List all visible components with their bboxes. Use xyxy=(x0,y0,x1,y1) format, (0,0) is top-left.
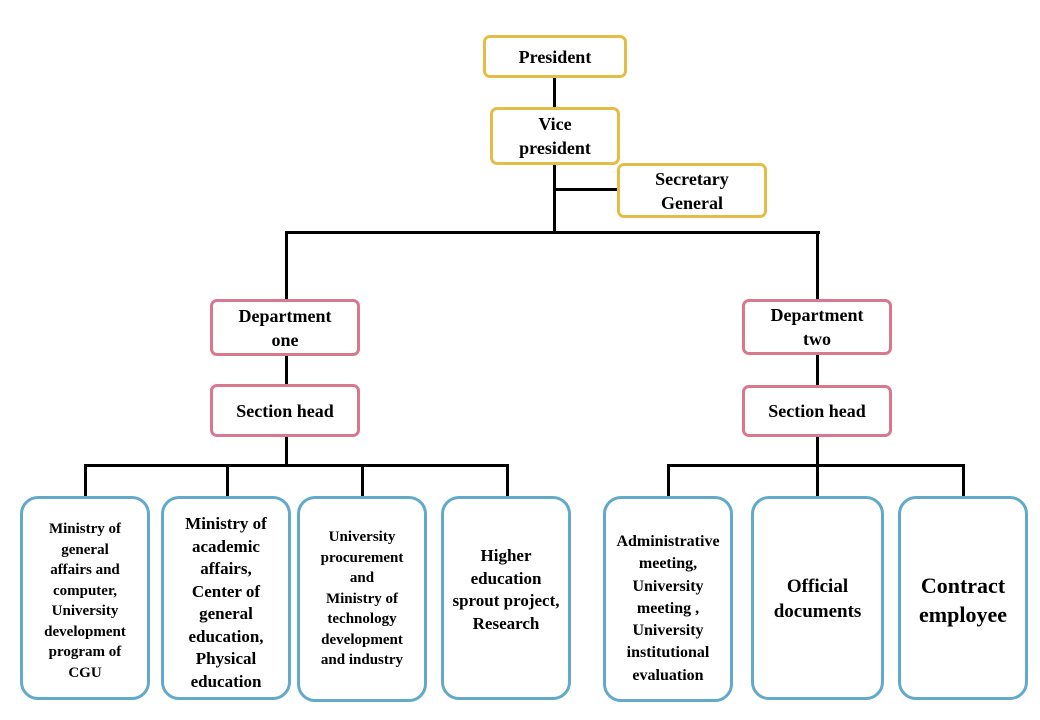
connector-unit-drop xyxy=(226,464,229,498)
connector-unit-drop xyxy=(84,464,87,498)
node-unit-official-documents: Official documents xyxy=(751,496,884,700)
node-label: Department two xyxy=(770,305,864,349)
node-unit-contract-employee: Contract employee xyxy=(898,496,1028,700)
node-label: Administrative meeting, University meeti… xyxy=(616,533,720,684)
connector-section-two-drop xyxy=(816,436,819,466)
node-label: Section head xyxy=(768,401,866,421)
connector-president-vp xyxy=(553,77,556,108)
node-secretary-general: Secretary General xyxy=(617,163,767,218)
connector-unit-drop xyxy=(962,464,965,498)
node-label: University procurement and Ministry of t… xyxy=(320,529,404,668)
connector-unit-drop xyxy=(816,464,819,498)
node-unit-academic-affairs: Ministry of academic affairs, Center of … xyxy=(161,496,291,700)
node-unit-general-affairs: Ministry of general affairs and computer… xyxy=(20,496,150,700)
node-label: Section head xyxy=(236,400,334,421)
connector-units-one-bar xyxy=(84,464,509,467)
connector-vp-trunk xyxy=(553,164,556,234)
connector-unit-drop xyxy=(506,464,509,498)
node-label: Ministry of academic affairs, Center of … xyxy=(185,514,267,691)
node-vice-president: Vice president xyxy=(490,107,620,165)
connector-dept-two-drop xyxy=(816,231,819,301)
node-department-two: Department two xyxy=(742,299,892,355)
node-section-head-one: Section head xyxy=(210,384,360,437)
node-label: Vice president xyxy=(519,114,591,158)
node-section-head-two: Section head xyxy=(742,385,892,437)
connector-dept-two-section xyxy=(816,354,819,386)
node-unit-administrative-meeting: Administrative meeting, University meeti… xyxy=(603,496,733,702)
connector-unit-drop xyxy=(361,464,364,498)
node-label: Official documents xyxy=(773,576,862,622)
connector-unit-drop xyxy=(667,464,670,498)
connector-departments-bar xyxy=(285,231,820,234)
node-label: Ministry of general affairs and computer… xyxy=(44,521,126,681)
node-unit-procurement: University procurement and Ministry of t… xyxy=(297,496,427,702)
connector-secretary xyxy=(553,188,619,191)
node-label: Higher education sprout project, Researc… xyxy=(452,546,560,633)
node-label: Secretary General xyxy=(655,168,729,213)
connector-dept-one-section xyxy=(285,355,288,385)
node-unit-sprout-project: Higher education sprout project, Researc… xyxy=(441,496,571,700)
connector-section-one-drop xyxy=(285,436,288,466)
connector-dept-one-drop xyxy=(285,231,288,301)
node-label: President xyxy=(518,46,592,67)
node-label: Contract employee xyxy=(919,573,1007,627)
node-department-one: Department one xyxy=(210,299,360,356)
node-president: President xyxy=(483,35,627,78)
node-label: Department one xyxy=(238,305,332,350)
